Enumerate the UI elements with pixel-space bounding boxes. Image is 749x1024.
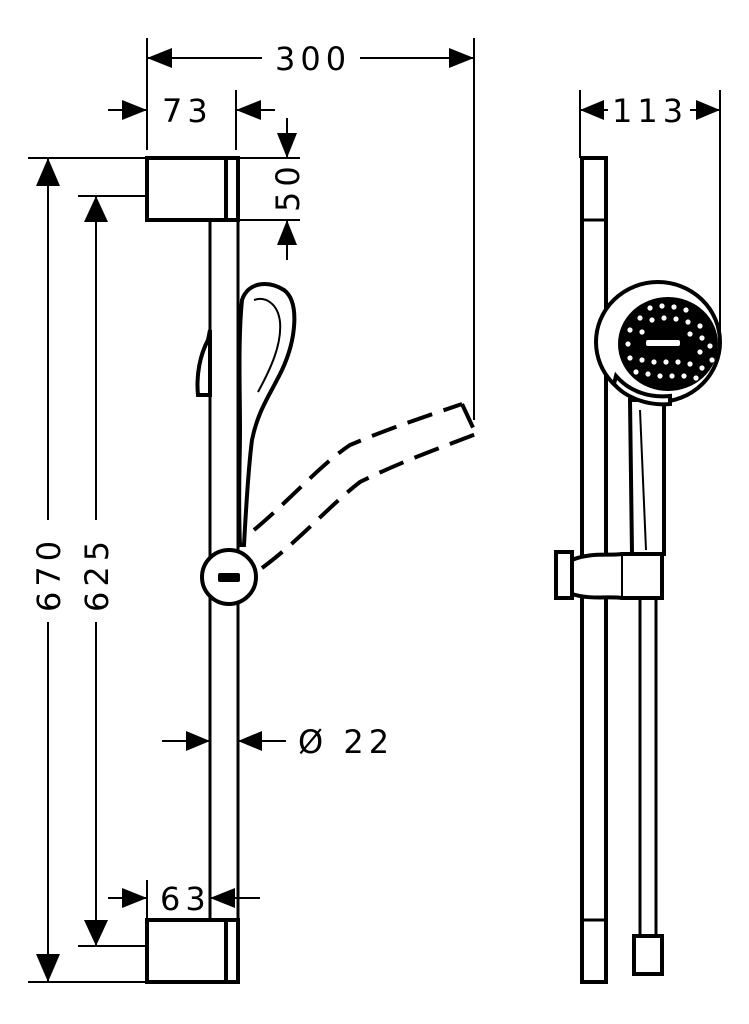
dim-label-bottom-bracket-width: 63 <box>160 880 211 918</box>
side-view <box>554 156 722 984</box>
shower-head <box>594 280 722 407</box>
dim-overall-width: 300 <box>146 38 475 420</box>
spray-nozzles <box>625 303 715 381</box>
swivel-range-outline <box>252 402 478 570</box>
dim-label-total-height: 670 <box>30 536 68 612</box>
bottom-wall-bracket <box>145 918 240 984</box>
dim-label-bracket-width: 73 <box>162 92 213 130</box>
top-wall-bracket <box>145 156 240 222</box>
hose <box>632 598 664 976</box>
hand-shower-front <box>195 282 297 547</box>
dim-bracket-height: 50 <box>238 118 307 260</box>
hand-shower-handle <box>627 398 666 556</box>
dim-rail-diameter: Ø 22 <box>162 723 394 761</box>
dim-bottom-bracket-width: 63 <box>108 880 260 920</box>
dim-hole-spacing: 625 <box>78 195 147 947</box>
dim-side-depth: 113 <box>579 90 721 342</box>
dim-label-rail-diameter: Ø 22 <box>298 723 394 761</box>
side-slider <box>554 550 664 600</box>
dimension-lines: 300 73 50 <box>28 38 721 983</box>
front-view <box>145 156 478 984</box>
dim-bracket-width: 73 <box>108 90 275 150</box>
dim-total-height: 670 <box>28 157 147 983</box>
dim-label-hole-spacing: 625 <box>78 536 116 612</box>
dim-label-bracket-height: 50 <box>269 161 307 212</box>
dim-label-overall-width: 300 <box>275 40 351 78</box>
slider-holder <box>200 548 258 606</box>
dim-label-side-depth: 113 <box>612 92 688 130</box>
